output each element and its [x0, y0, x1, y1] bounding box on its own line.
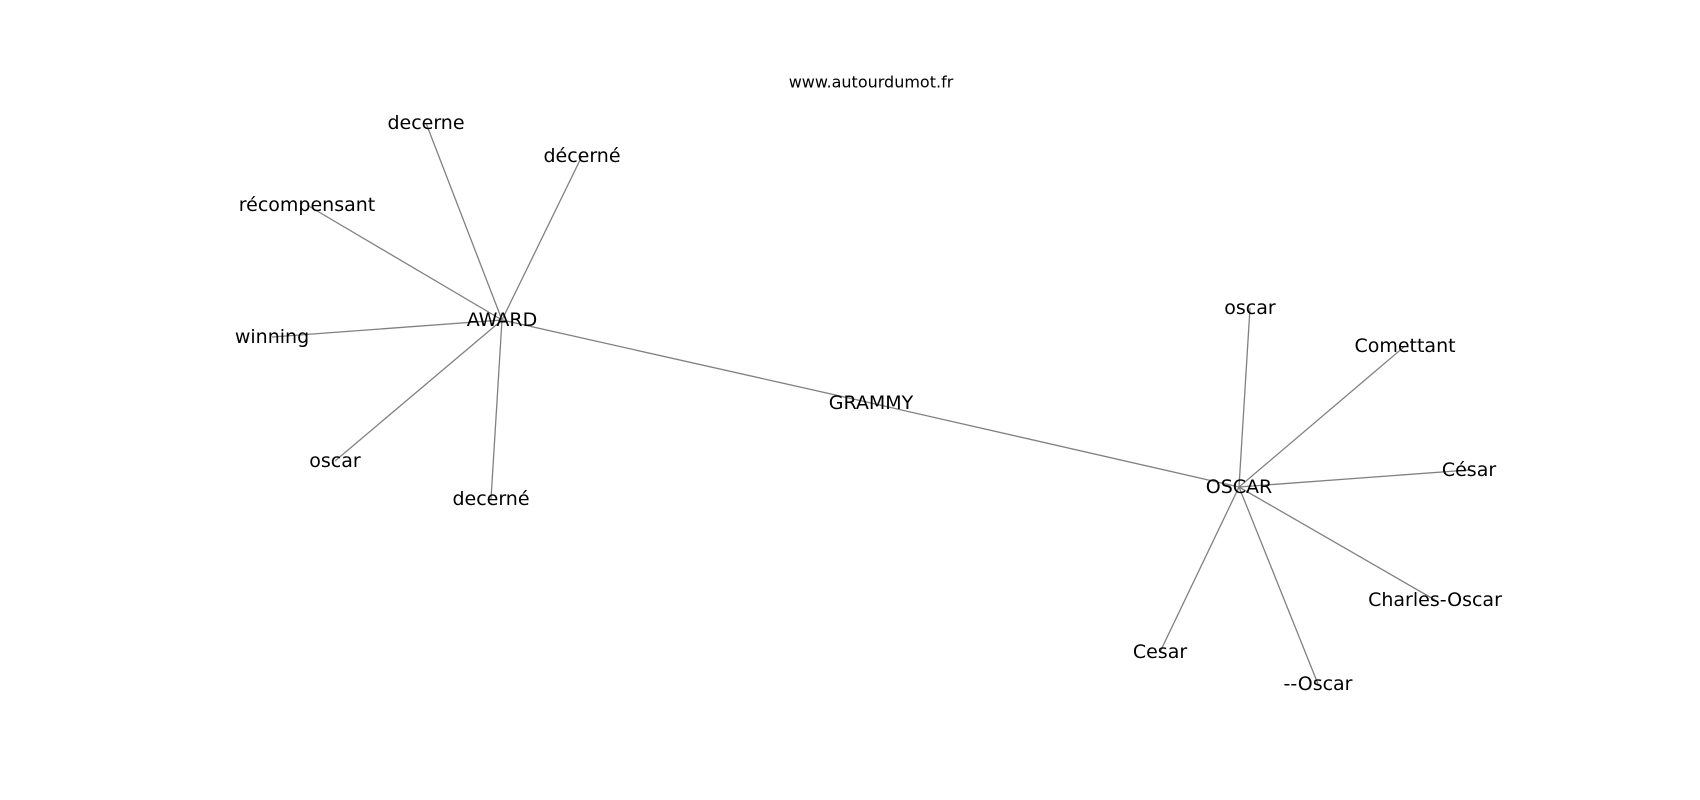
edge-award-grammy — [501, 319, 872, 404]
node-oscar-comettant: Comettant — [1354, 335, 1455, 357]
edge-award-winning — [271, 319, 503, 338]
edge-award-oscar — [334, 319, 503, 462]
edge-oscar-charles-oscar — [1238, 486, 1436, 601]
edge-oscar-cesar — [1159, 486, 1240, 653]
node-award-decerne-2: décerné — [543, 145, 620, 167]
node-oscar-cesar-accent: César — [1442, 459, 1496, 481]
node-oscar-cesar: Cesar — [1133, 641, 1187, 663]
edge-oscar-comettant — [1238, 345, 1406, 488]
node-award: AWARD — [467, 309, 538, 331]
node-grammy: GRAMMY — [829, 392, 914, 414]
node-oscar: OSCAR — [1206, 476, 1272, 498]
edge-award-recompensant — [306, 204, 503, 321]
edge-award-decerne-1 — [425, 122, 503, 321]
node-oscar-charles-oscar: Charles-Oscar — [1368, 589, 1502, 611]
node-oscar-oscar: oscar — [1224, 297, 1276, 319]
edge-oscar-grammy — [870, 402, 1240, 488]
edge-oscar-double-dash-oscar — [1238, 486, 1319, 685]
node-award-winning: winning — [235, 326, 309, 348]
edge-award-decerne-3 — [490, 319, 503, 500]
node-award-recompensant: récompensant — [239, 194, 376, 216]
node-award-decerne-1: decerne — [387, 112, 464, 134]
node-oscar-double-dash-oscar: --Oscar — [1284, 673, 1353, 695]
graph-nodes: GRAMMY AWARD decerne décerné récompensant win… — [235, 112, 1502, 695]
edge-award-decerne-2 — [501, 155, 583, 321]
graph-edges — [271, 122, 1470, 685]
edge-oscar-oscar — [1238, 307, 1251, 488]
site-watermark: www.autourdumot.fr — [789, 73, 954, 92]
node-award-oscar: oscar — [309, 450, 361, 472]
node-award-decerne-3: decerné — [452, 488, 529, 510]
edge-oscar-cesar-accent — [1238, 469, 1470, 488]
